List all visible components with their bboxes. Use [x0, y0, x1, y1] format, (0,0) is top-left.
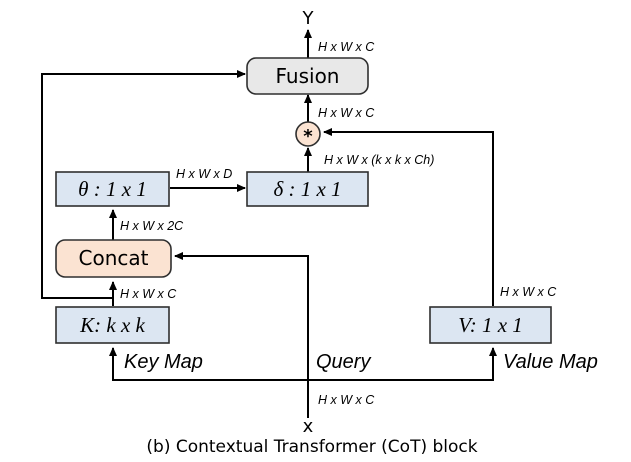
query-label: Query	[316, 351, 371, 373]
concat-box	[55, 239, 172, 278]
delta-box	[246, 171, 369, 207]
dim-value-out: H x W x C	[500, 285, 557, 299]
theta-label: θ : 1 x 1	[78, 177, 147, 201]
fusion-box	[246, 57, 369, 95]
multiply-node	[295, 121, 321, 147]
delta-label: δ : 1 x 1	[273, 177, 341, 201]
value-box	[429, 306, 552, 344]
fusion-label: Fusion	[276, 64, 340, 88]
arrow-x-to-key	[109, 347, 308, 381]
figure-caption: (b) Contextual Transformer (CoT) block	[146, 437, 477, 457]
output-y-label: Y	[302, 8, 315, 29]
multiply-symbol: *	[303, 126, 313, 147]
arrow-x-to-value	[308, 347, 497, 381]
concat-label: Concat	[79, 246, 149, 270]
key-label: K: k x k	[79, 313, 145, 337]
value-map-label: Value Map	[503, 351, 598, 373]
dim-key-out: H x W x C	[120, 287, 177, 301]
dim-delta-out: H x W x (k x k x Ch)	[324, 153, 434, 167]
key-box	[55, 306, 170, 344]
dim-theta-delta: H x W x D	[176, 167, 232, 181]
dim-fusion-in: H x W x C	[318, 106, 375, 120]
arrow-key-to-fusion	[41, 70, 246, 299]
dim-y-out: H x W x C	[318, 40, 375, 54]
arrow-query-to-concat	[174, 252, 309, 380]
arrow-value-to-multiply	[323, 128, 494, 306]
value-label: V: 1 x 1	[458, 313, 523, 337]
dim-concat-out: H x W x 2C	[120, 219, 184, 233]
theta-box	[55, 171, 170, 207]
key-map-label: Key Map	[124, 351, 203, 373]
input-x-label: x	[303, 416, 314, 437]
connectors	[41, 29, 497, 418]
dim-x-in: H x W x C	[318, 393, 375, 407]
